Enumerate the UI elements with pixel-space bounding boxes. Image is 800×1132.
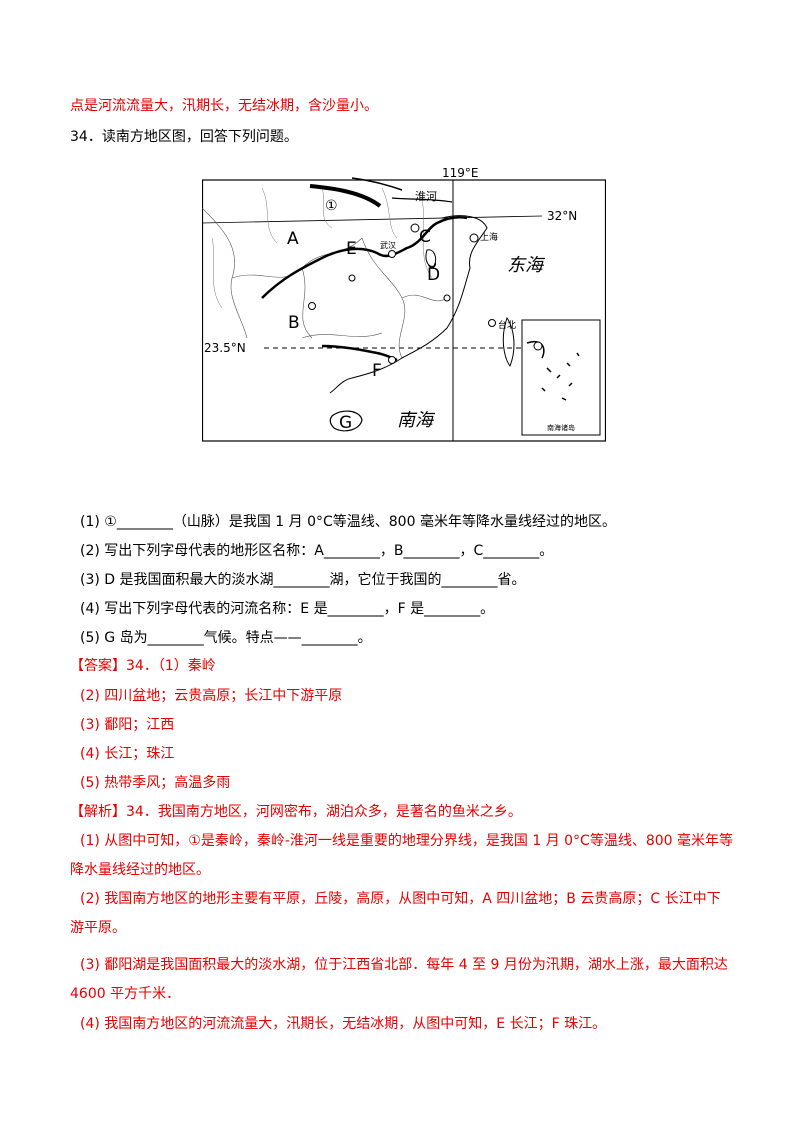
question-1: (1) ①________（山脉）是我国 1 月 0°C等温线、800 毫米年等…	[80, 514, 616, 530]
top-line: 点是河流流量大，汛期长，无结冰期，含沙量小。	[70, 98, 378, 114]
wuhan-label: 武汉	[380, 240, 396, 250]
southern-china-map: 119°E 32°N 23.5°N 淮河 上海 武汉 台北 东海 南海 ① A …	[202, 168, 606, 442]
analysis-line: (2) 我国南方地区的地形主要有平原，丘陵，高原，从图中可知，A 四川盆地；B …	[80, 891, 721, 907]
letter-g: G	[339, 413, 352, 433]
letter-d: D	[427, 265, 440, 285]
answer-item: (2) 四川盆地；云贵高原；长江中下游平原	[80, 688, 343, 704]
inset-label: 南海诸岛	[547, 423, 575, 432]
taibei-label: 台北	[498, 319, 516, 331]
letter-e: E	[346, 239, 357, 259]
analysis-line: 游平原。	[70, 920, 126, 936]
question-3: (3) D 是我国面积最大的淡水湖________湖，它位于我国的_______…	[80, 572, 526, 588]
donghai-label: 东海	[507, 255, 546, 276]
qinling-line	[309, 184, 382, 208]
analysis-line: (1) 从图中可知，①是秦岭，秦岭-淮河一线是重要的地理分界线，是我国 1 月 …	[80, 833, 733, 849]
lat32-label: 32°N	[547, 209, 577, 223]
analysis-header: 【解析】34．我国南方地区，河网密布，湖泊众多，是著名的鱼米之乡。	[70, 804, 522, 820]
answer-item: (3) 鄱阳；江西	[80, 717, 175, 733]
letter-f: F	[372, 361, 382, 381]
letter-a: A	[287, 229, 299, 249]
question-5: (5) G 岛为________气候。特点——________。	[80, 630, 372, 646]
question-2: (2) 写出下列字母代表的地形区名称：A________，B________，C…	[80, 543, 554, 559]
lat23-label: 23.5°N	[204, 341, 246, 355]
answer-item: (5) 热带季风；高温多雨	[80, 775, 231, 791]
question-title: 34．读南方地区图，回答下列问题。	[70, 129, 298, 145]
huaihe-label: 淮河	[415, 190, 437, 203]
letter-b: B	[288, 313, 300, 333]
nanhai-label: 南海	[397, 410, 436, 431]
analysis-line: (3) 鄱阳湖是我国面积最大的淡水湖，位于江西省北部．每年 4 至 9 月份为汛…	[80, 957, 728, 973]
answer-header: 【答案】34．（1）秦岭	[70, 658, 216, 674]
analysis-line: 4600 平方千米．	[70, 986, 181, 1002]
answer-item: (4) 长江；珠江	[80, 746, 175, 762]
analysis-line: (4) 我国南方地区的河流流量大，汛期长，无结冰期，从图中可知，E 长江；F 珠…	[80, 1016, 607, 1032]
question-4: (4) 写出下列字母代表的河流名称：E 是________，F 是_______…	[80, 601, 495, 617]
analysis-line: 降水量线经过的地区。	[70, 862, 210, 878]
letter-c: C	[419, 227, 431, 247]
lon-label: 119°E	[442, 168, 479, 180]
shanghai-label: 上海	[480, 231, 498, 243]
circle1-label: ①	[325, 198, 338, 214]
